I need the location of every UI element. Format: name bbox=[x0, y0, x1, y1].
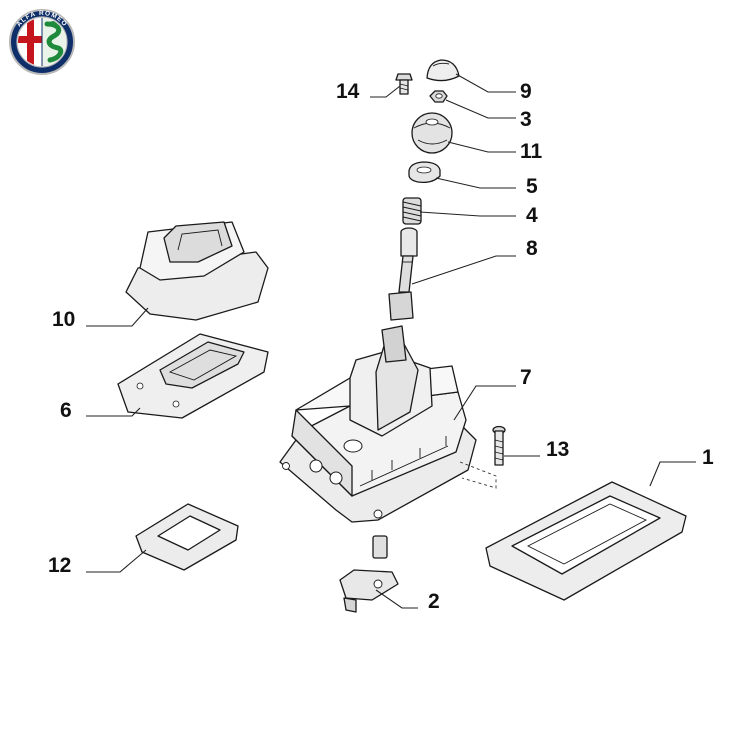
part-11-shift-knob bbox=[411, 112, 453, 154]
callout-9: 9 bbox=[520, 80, 532, 103]
callout-1: 1 bbox=[702, 446, 714, 469]
leader-7 bbox=[453, 385, 516, 421]
part-9-knob-cap bbox=[426, 59, 460, 82]
part-12-frame bbox=[135, 503, 239, 571]
part-1-bezel-frame bbox=[485, 481, 687, 601]
leader-lines bbox=[86, 73, 696, 609]
part-14-screw bbox=[395, 73, 413, 95]
part-5-collar bbox=[408, 161, 441, 184]
alfa-romeo-logo: ALFA ROMEO bbox=[9, 9, 75, 75]
callout-numbers: 14 9 3 11 5 4 8 7 13 1 10 6 12 2 bbox=[48, 80, 714, 613]
callout-8: 8 bbox=[526, 237, 538, 260]
part-3-nut bbox=[429, 90, 448, 103]
leader-10 bbox=[86, 307, 149, 327]
leader-5 bbox=[435, 177, 516, 189]
callout-12: 12 bbox=[48, 554, 71, 577]
callout-14: 14 bbox=[336, 80, 360, 103]
leader-4 bbox=[419, 211, 516, 217]
callout-7: 7 bbox=[520, 366, 532, 389]
part-8-shift-lever bbox=[388, 227, 418, 321]
callout-10: 10 bbox=[52, 308, 75, 331]
part-4-spring bbox=[402, 197, 422, 225]
part-13-bolt bbox=[492, 425, 506, 466]
part-7-shift-housing bbox=[279, 325, 497, 523]
leader-1 bbox=[649, 461, 696, 487]
leader-14 bbox=[370, 85, 401, 98]
leader-9 bbox=[455, 73, 516, 93]
leader-6 bbox=[86, 407, 141, 417]
callout-6: 6 bbox=[60, 399, 72, 422]
callout-2: 2 bbox=[428, 590, 440, 613]
callout-4: 4 bbox=[526, 204, 538, 227]
leader-3 bbox=[445, 99, 516, 119]
callout-11: 11 bbox=[520, 140, 543, 163]
leader-2 bbox=[375, 589, 418, 609]
leader-11 bbox=[447, 141, 516, 153]
callout-5: 5 bbox=[526, 175, 538, 198]
callout-3: 3 bbox=[520, 108, 532, 131]
part-10-gaiter-boot bbox=[125, 221, 269, 321]
leader-12 bbox=[86, 549, 147, 573]
part-6-cover-plate bbox=[117, 333, 269, 419]
leader-8 bbox=[411, 255, 516, 285]
part-2-switch-sensor bbox=[339, 535, 399, 613]
callout-13: 13 bbox=[546, 438, 569, 461]
